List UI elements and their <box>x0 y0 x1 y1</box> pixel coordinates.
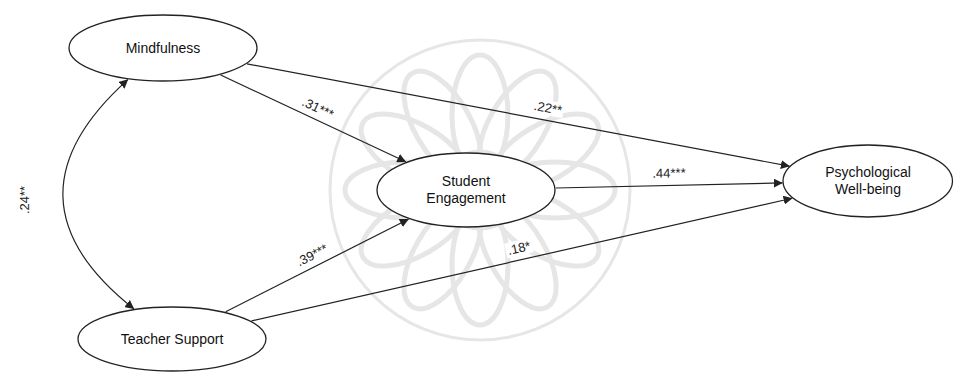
node-text: Teacher Support <box>121 331 224 348</box>
node-text: Mindfulness <box>126 40 201 57</box>
node-label: Student Engagement <box>421 173 511 207</box>
path-coefficient: .18* <box>504 238 534 259</box>
ellipse-node: Teacher Support <box>77 306 267 372</box>
ellipse-node: Student Engagement <box>376 152 556 228</box>
path-arrow <box>247 64 789 166</box>
path-coefficient: .31*** <box>298 93 338 122</box>
node-label: Psychological Well-being <box>813 164 923 198</box>
node-label: Mindfulness <box>126 40 201 57</box>
node-text: Psychological Well-being <box>813 164 923 198</box>
node-label: Teacher Support <box>121 331 224 348</box>
ellipse-node: Mindfulness <box>68 14 258 82</box>
path-arrow <box>226 219 409 312</box>
path-coefficient: .22** <box>530 98 564 119</box>
path-coefficient: .39*** <box>292 240 332 270</box>
path-arrow <box>556 183 782 188</box>
covariance-arc <box>63 80 134 309</box>
path-coefficient: .44*** <box>650 166 688 182</box>
path-coefficient: .24** <box>17 184 32 216</box>
node-text: Student Engagement <box>421 173 511 207</box>
ellipse-node: Psychological Well-being <box>782 144 954 218</box>
